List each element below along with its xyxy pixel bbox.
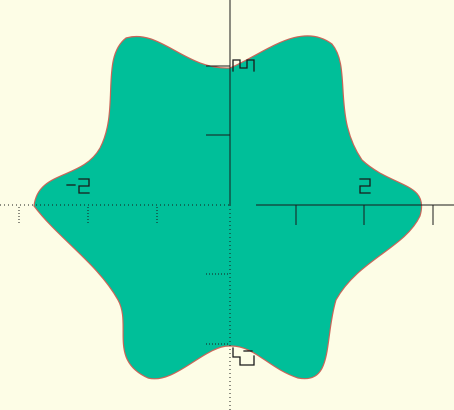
x-tick-label-neg: -2 <box>66 178 90 194</box>
y-tick-label-pos: 2 <box>232 59 255 72</box>
gear-shape <box>33 35 423 380</box>
x-tick-label-pos: 2 <box>359 178 371 194</box>
y-tick-label-neg: -2 <box>232 347 255 366</box>
